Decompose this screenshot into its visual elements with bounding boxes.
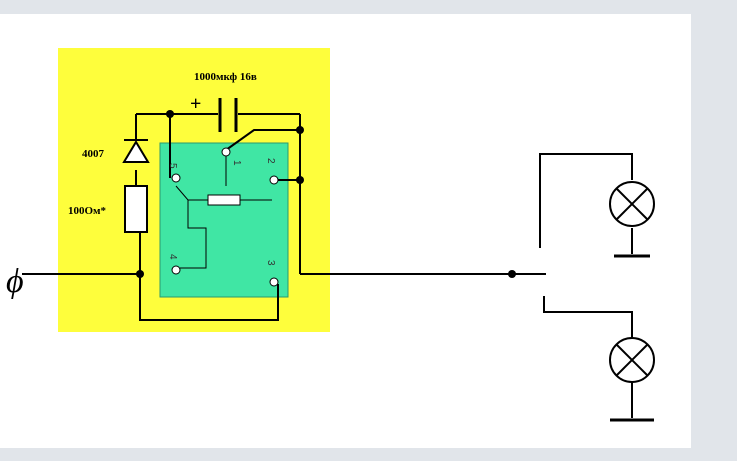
pin-label-4: 4 <box>167 254 178 260</box>
resistor-label: 100Ом* <box>68 205 107 217</box>
coil-icon <box>207 194 241 206</box>
pin-label-2: 2 <box>265 158 276 164</box>
capacitor-icon <box>218 98 238 132</box>
junction-dots <box>136 110 516 278</box>
pin-label-3: 3 <box>265 260 276 266</box>
capacitor-label: 1000мкф 16в <box>194 71 257 83</box>
relay-module <box>159 142 289 298</box>
pin-label-5: 5 <box>167 163 178 169</box>
diode-label: 4007 <box>82 148 105 160</box>
relay-pins <box>171 147 279 287</box>
resistor-icon <box>124 185 148 233</box>
pin-label-1: 1 <box>231 160 242 166</box>
plus-sign: + <box>190 93 201 115</box>
input-symbol: ϕ <box>6 263 24 300</box>
wires <box>22 113 633 418</box>
diode-icon <box>122 139 150 163</box>
lamp-icon <box>609 337 655 383</box>
lamp-icon <box>609 181 655 227</box>
relay-internal-traces <box>175 156 272 269</box>
